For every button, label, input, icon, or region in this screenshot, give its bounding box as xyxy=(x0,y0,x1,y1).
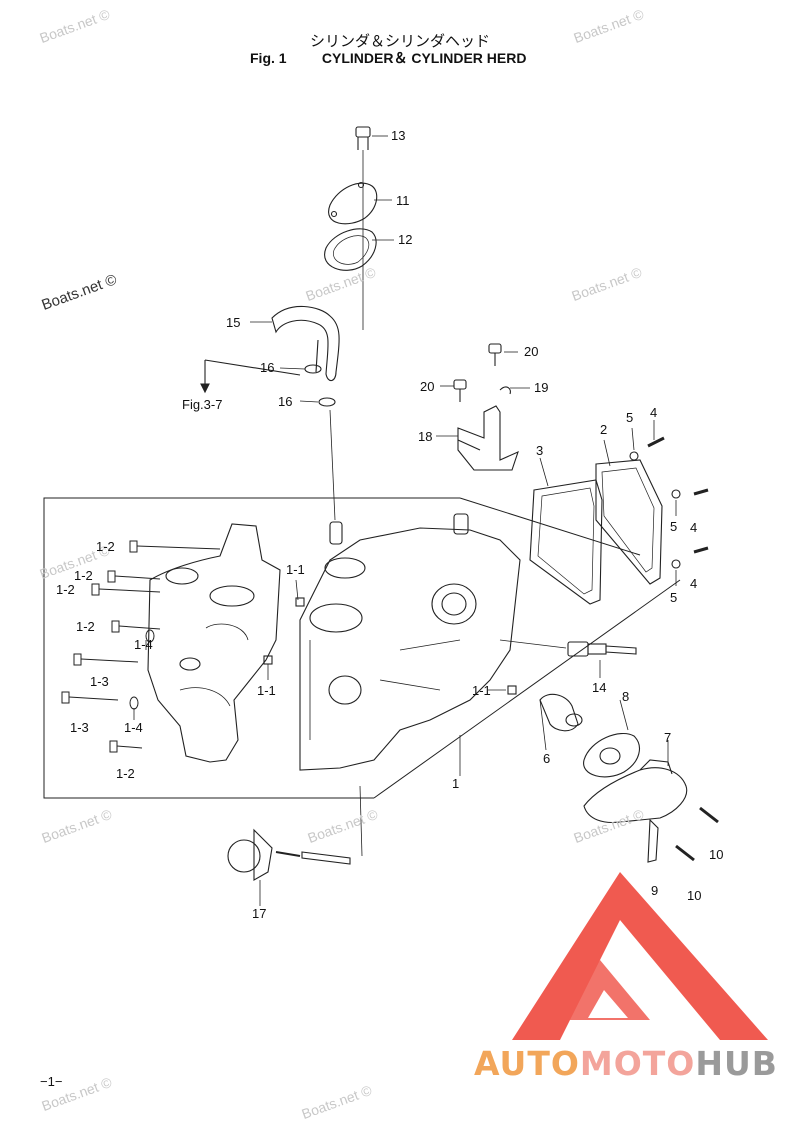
part-11-cover xyxy=(328,181,378,225)
part-callout: 11 xyxy=(396,193,410,208)
cylinder-block xyxy=(263,513,521,771)
part-callout: 3 xyxy=(536,443,544,458)
part-callout: 1-2 xyxy=(76,619,95,634)
part-callout: 4 xyxy=(690,520,698,535)
part-10-bolts xyxy=(647,806,719,863)
part-callout: 20 xyxy=(420,379,435,394)
brand-part-2: MOTO xyxy=(579,1044,696,1083)
part-callout: 16 xyxy=(260,360,275,375)
part-callout: 17 xyxy=(252,906,267,921)
page-number: −1− xyxy=(40,1074,63,1089)
part-16-clamps xyxy=(200,359,336,521)
part-callout: 15 xyxy=(226,315,241,330)
part-18-bracket xyxy=(453,343,519,471)
part-13-bolt xyxy=(355,126,371,330)
part-callout: 20 xyxy=(524,344,539,359)
part-callout: 5 xyxy=(670,590,678,605)
part-callout: 13 xyxy=(391,128,406,143)
manifold-body xyxy=(147,523,281,763)
title-row: Fig. 1 CYLINDER＆ CYLINDER HERD xyxy=(250,48,526,68)
part-callout: 5 xyxy=(626,410,634,425)
part-callout: 16 xyxy=(278,394,293,409)
part-callout: 8 xyxy=(622,689,630,704)
part-6-thermostat xyxy=(539,693,583,732)
part-callout: 4 xyxy=(690,576,698,591)
part-8-gasket xyxy=(583,732,640,778)
brand-part-3: HUB xyxy=(695,1044,778,1083)
left-bolts xyxy=(61,540,221,753)
part-callout: 4 xyxy=(650,405,658,420)
part-callout: 1-2 xyxy=(96,539,115,554)
part-callout: 1-1 xyxy=(286,562,305,577)
leader-lines xyxy=(133,135,677,906)
part-callout: 19 xyxy=(534,380,549,395)
title-japanese: シリンダ＆シリンダヘッド xyxy=(309,32,490,50)
figure-label: Fig. 1 xyxy=(250,50,287,66)
part-callout: 1-1 xyxy=(472,683,491,698)
part-15-hose xyxy=(271,305,340,382)
part-callout: 1-3 xyxy=(90,674,109,689)
part-callout: 1-1 xyxy=(257,683,276,698)
part-callout: 7 xyxy=(664,730,672,745)
part-callout: 6 xyxy=(543,751,551,766)
part-callout: 12 xyxy=(398,232,413,247)
part-callout: 1-2 xyxy=(56,582,75,597)
brand-logo-triangle xyxy=(512,872,768,1040)
brand-part-1: AUTO xyxy=(474,1044,580,1083)
part-14-spark-plug xyxy=(499,639,637,657)
figure-title: CYLINDER＆ CYLINDER HERD xyxy=(321,50,527,66)
part-callout: 14 xyxy=(592,680,607,695)
part-2-cover xyxy=(595,436,709,585)
part-7-cover xyxy=(583,759,688,824)
part-callout: 1 xyxy=(452,776,460,791)
part-callout: 1-3 xyxy=(70,720,89,735)
part-17-pump xyxy=(227,785,363,881)
part-3-gasket xyxy=(529,479,603,605)
reference-label: Fig.3-7 xyxy=(182,397,223,412)
brand-logo-text: AUTOMOTOHUB xyxy=(474,1044,778,1083)
part-callout: 10 xyxy=(687,888,702,903)
part-callout: 1-2 xyxy=(74,568,93,583)
part-callout: 5 xyxy=(670,519,678,534)
part-callout: 1-2 xyxy=(116,766,135,781)
assembly-outline xyxy=(43,497,681,799)
part-callout: 18 xyxy=(418,429,433,444)
part-12-gasket xyxy=(324,228,377,271)
part-callout: 2 xyxy=(600,422,608,437)
part-callout: 10 xyxy=(709,847,724,862)
part-callout: 1-4 xyxy=(134,637,153,652)
part-callout: 1-4 xyxy=(124,720,143,735)
part-callout: 9 xyxy=(651,883,659,898)
